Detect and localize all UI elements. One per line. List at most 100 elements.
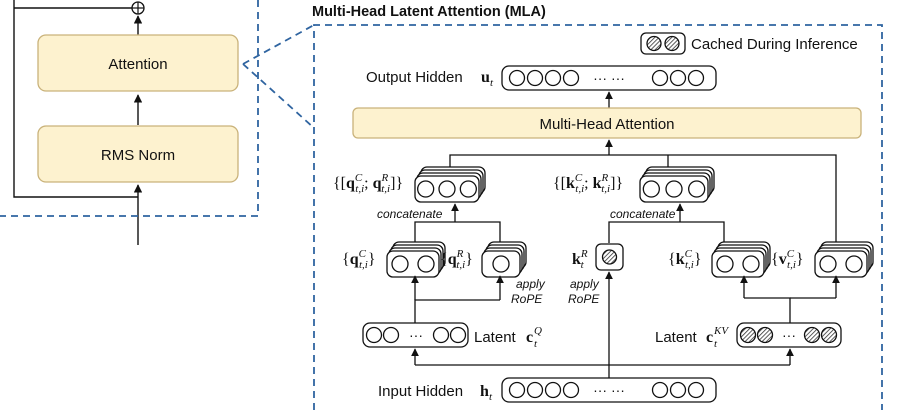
vector-element <box>544 69 562 87</box>
vector-element <box>417 180 435 198</box>
k-concat-stack <box>639 166 715 203</box>
legend: Cached During Inference <box>640 32 858 55</box>
vector-element <box>562 381 580 399</box>
rmsnorm-box <box>37 125 239 183</box>
vector-element <box>508 381 526 399</box>
hatched-circle-icon <box>664 35 680 52</box>
vector-element <box>508 69 526 87</box>
latent-q-split <box>414 299 500 323</box>
vector-element <box>526 381 544 399</box>
latent-kv-sub: t <box>714 338 718 350</box>
q-apply-label: apply <box>516 277 546 291</box>
output-sub: t <box>490 77 494 89</box>
vector-element <box>526 69 544 87</box>
vector-element <box>651 381 669 399</box>
latent-q-sup: Q <box>534 325 542 337</box>
vector-element <box>687 69 705 87</box>
input-circles <box>508 381 705 399</box>
zoom-line-bottom <box>242 63 315 129</box>
vector-element <box>665 180 683 198</box>
q-concat-join <box>414 221 501 243</box>
latent-q-label: Latent <box>474 329 517 346</box>
vector-element <box>449 326 467 344</box>
latent-q-sub: t <box>534 338 538 350</box>
hatched-circle-icon <box>803 326 821 344</box>
q-concatenate-label: concatenate <box>377 207 443 221</box>
input-hidden-label: Input Hidden <box>378 383 463 400</box>
vector-element <box>432 326 450 344</box>
latent-kv-split <box>744 297 791 323</box>
latent-q-circles <box>365 326 467 344</box>
latent-kv-ellipsis: ··· <box>782 327 796 343</box>
vector-element <box>742 255 760 273</box>
residual-line <box>13 0 138 198</box>
vector-element <box>382 326 400 344</box>
vector-element <box>688 180 706 198</box>
vector-element <box>642 180 660 198</box>
rmsnorm-label: RMS Norm <box>101 147 175 164</box>
input-sub: t <box>489 391 493 403</box>
vector-element <box>819 255 837 273</box>
k-concat-join <box>608 221 725 243</box>
q-concat-stack <box>414 166 486 203</box>
input-ellipsis: ··· ··· <box>593 382 625 398</box>
vector-element <box>544 381 562 399</box>
latent-kv-circles <box>739 326 838 344</box>
kc-stack <box>711 241 771 278</box>
mha-box <box>352 107 862 139</box>
vector-element <box>716 255 734 273</box>
output-hidden: Output Hidden u t ··· ··· <box>366 65 717 91</box>
vector-element <box>417 255 435 273</box>
zoom-line-top <box>242 24 315 65</box>
qr-stack <box>481 241 527 278</box>
vector-element <box>669 69 687 87</box>
mla-panel: Multi-Head Latent Attention (MLA) Cached… <box>312 4 883 410</box>
vector-element <box>391 255 409 273</box>
k-rope-label: RoPE <box>568 292 600 306</box>
output-symbol: u <box>481 69 490 86</box>
vector-element <box>669 381 687 399</box>
qc-stack <box>386 241 446 278</box>
latent-q-symbol: c <box>526 329 533 346</box>
vector-element <box>459 180 477 198</box>
hatched-circle-icon <box>756 326 774 344</box>
vector-element <box>845 255 863 273</box>
hatched-circle-icon <box>739 326 757 344</box>
input-symbol: h <box>480 383 489 400</box>
vector-element <box>651 69 669 87</box>
latent-kv-symbol: c <box>706 329 713 346</box>
hatched-circle-icon <box>646 35 662 52</box>
mha-label: Multi-Head Attention <box>539 116 674 133</box>
vector-element <box>687 381 705 399</box>
left-dashed-border <box>0 0 259 217</box>
mha-input-bus <box>449 154 837 243</box>
vector-element <box>562 69 580 87</box>
q-rope-label: RoPE <box>511 292 543 306</box>
mla-dashed-border <box>313 24 883 410</box>
vector-element <box>438 180 456 198</box>
k-apply-label: apply <box>570 277 600 291</box>
attention-box <box>37 34 239 92</box>
hatched-circle-icon <box>820 326 838 344</box>
output-circles <box>508 69 705 87</box>
mla-title: Multi-Head Latent Attention (MLA) <box>312 4 546 20</box>
legend-label: Cached During Inference <box>691 36 858 53</box>
vector-element <box>492 255 510 273</box>
latent-kv-label: Latent <box>655 329 698 346</box>
k-concatenate-label: concatenate <box>610 207 676 221</box>
hatched-circle-icon <box>601 249 618 265</box>
attention-label: Attention <box>108 56 167 73</box>
output-ellipsis: ··· ··· <box>593 70 625 86</box>
circle-plus-icon <box>131 1 145 15</box>
output-hidden-label: Output Hidden <box>366 69 463 86</box>
latent-kv-sup: KV <box>713 325 729 337</box>
vector-element <box>365 326 383 344</box>
